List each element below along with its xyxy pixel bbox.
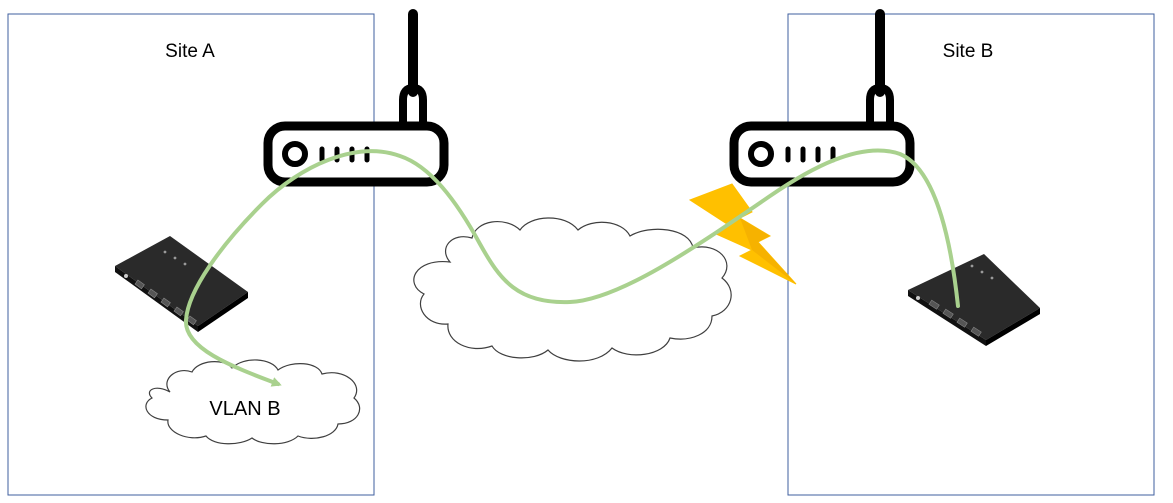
switch-b-icon	[908, 254, 1040, 346]
site-a-label: Site A	[165, 41, 215, 62]
internet-cloud-icon	[414, 218, 731, 361]
router-a-icon	[268, 14, 444, 182]
router-b-icon	[734, 14, 910, 182]
site-b-label: Site B	[943, 41, 994, 62]
vlan-cloud-label: VLAN B	[209, 398, 280, 420]
site-b-box: Site B	[788, 14, 1154, 495]
switch-a-icon	[115, 236, 248, 332]
site-b-border	[788, 14, 1154, 495]
